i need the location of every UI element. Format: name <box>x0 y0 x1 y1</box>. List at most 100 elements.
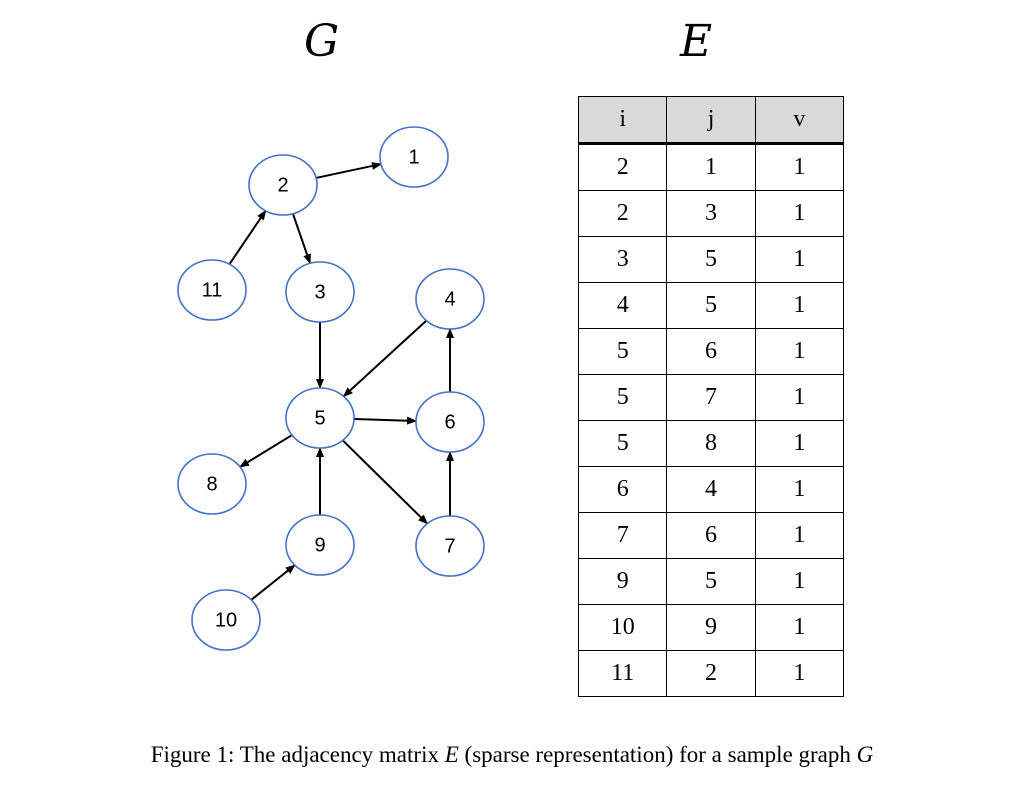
node-ellipse <box>415 515 485 577</box>
node-5: 5 <box>285 387 355 449</box>
cell-i: 4 <box>577 282 668 329</box>
node-2: 2 <box>248 154 318 216</box>
cell-v: 1 <box>754 650 845 697</box>
cell-i: 5 <box>577 328 668 375</box>
cell-j: 7 <box>666 374 756 421</box>
cell-v: 1 <box>754 328 845 375</box>
graph-title: G <box>304 16 340 67</box>
node-label: 7 <box>444 535 455 557</box>
graph-nodes: 1 2 3 4 5 6 7 8 9 10 11 <box>177 126 485 651</box>
graph-diagram: 1 2 3 4 5 6 7 8 9 10 11 <box>177 126 485 651</box>
cell-i: 5 <box>577 374 668 421</box>
node-8: 8 <box>177 453 247 515</box>
edge-5-to-7 <box>341 439 429 525</box>
node-11: 11 <box>177 259 247 321</box>
node-3: 3 <box>285 261 355 323</box>
cell-i: 2 <box>577 143 668 191</box>
cell-i: 6 <box>577 466 668 513</box>
cell-v: 1 <box>754 236 845 283</box>
edge-5-to-6 <box>353 416 418 425</box>
caption-var-e: E <box>444 742 459 767</box>
node-label: 2 <box>277 174 288 196</box>
matrix-title: E <box>680 16 713 67</box>
caption-prefix: Figure 1: The adjacency matrix <box>150 742 445 767</box>
node-ellipse <box>285 514 355 576</box>
caption-middle: (sparse representation) for a sample gra… <box>458 742 857 767</box>
cell-i: 3 <box>577 236 668 283</box>
edge-10-to-9 <box>250 564 296 601</box>
cell-j: 3 <box>666 190 756 237</box>
edge-2-to-1 <box>315 162 382 179</box>
node-label: 11 <box>202 279 223 301</box>
node-ellipse <box>285 261 355 323</box>
cell-j: 5 <box>666 236 756 283</box>
node-ellipse <box>415 391 485 453</box>
node-label: 8 <box>206 473 217 495</box>
cell-j: 5 <box>666 282 756 329</box>
matrix-header-v: v <box>754 96 845 144</box>
cell-j: 4 <box>666 466 756 513</box>
cell-j: 9 <box>666 604 756 651</box>
cell-v: 1 <box>754 282 845 329</box>
node-ellipse <box>379 126 449 188</box>
cell-v: 1 <box>754 143 845 191</box>
cell-v: 1 <box>754 190 845 237</box>
node-4: 4 <box>415 268 485 330</box>
node-label: 3 <box>314 281 325 303</box>
cell-i: 11 <box>577 650 668 697</box>
node-label: 5 <box>314 407 325 429</box>
node-6: 6 <box>415 391 485 453</box>
cell-v: 1 <box>754 374 845 421</box>
node-1: 1 <box>379 126 449 188</box>
cell-v: 1 <box>754 604 845 651</box>
graph-edges <box>228 162 454 601</box>
edge-4-to-5 <box>342 319 428 398</box>
figure-caption: Figure 1: The adjacency matrix E (sparse… <box>0 742 1024 768</box>
cell-j: 6 <box>666 512 756 559</box>
cell-j: 1 <box>666 143 756 191</box>
cell-j: 6 <box>666 328 756 375</box>
cell-v: 1 <box>754 466 845 513</box>
cell-i: 10 <box>577 604 668 651</box>
node-ellipse <box>191 589 261 651</box>
matrix-header-i: i <box>577 96 668 144</box>
cell-i: 5 <box>577 420 668 467</box>
cell-v: 1 <box>754 420 845 467</box>
node-ellipse <box>177 259 247 321</box>
node-label: 9 <box>314 534 325 556</box>
edge-2-to-3 <box>291 213 312 265</box>
node-9: 9 <box>285 514 355 576</box>
edge-5-to-8 <box>239 434 293 468</box>
node-10: 10 <box>191 589 261 651</box>
cell-j: 8 <box>666 420 756 467</box>
cell-i: 7 <box>577 512 668 559</box>
node-label: 4 <box>444 288 455 310</box>
cell-i: 2 <box>577 190 668 237</box>
caption-var-g: G <box>856 742 874 767</box>
node-ellipse <box>177 453 247 515</box>
node-ellipse <box>285 387 355 449</box>
node-ellipse <box>248 154 318 216</box>
cell-j: 2 <box>666 650 756 697</box>
node-label: 1 <box>408 146 419 168</box>
node-ellipse <box>415 268 485 330</box>
edge-11-to-2 <box>228 209 267 265</box>
node-7: 7 <box>415 515 485 577</box>
cell-v: 1 <box>754 512 845 559</box>
node-label: 10 <box>215 609 237 631</box>
